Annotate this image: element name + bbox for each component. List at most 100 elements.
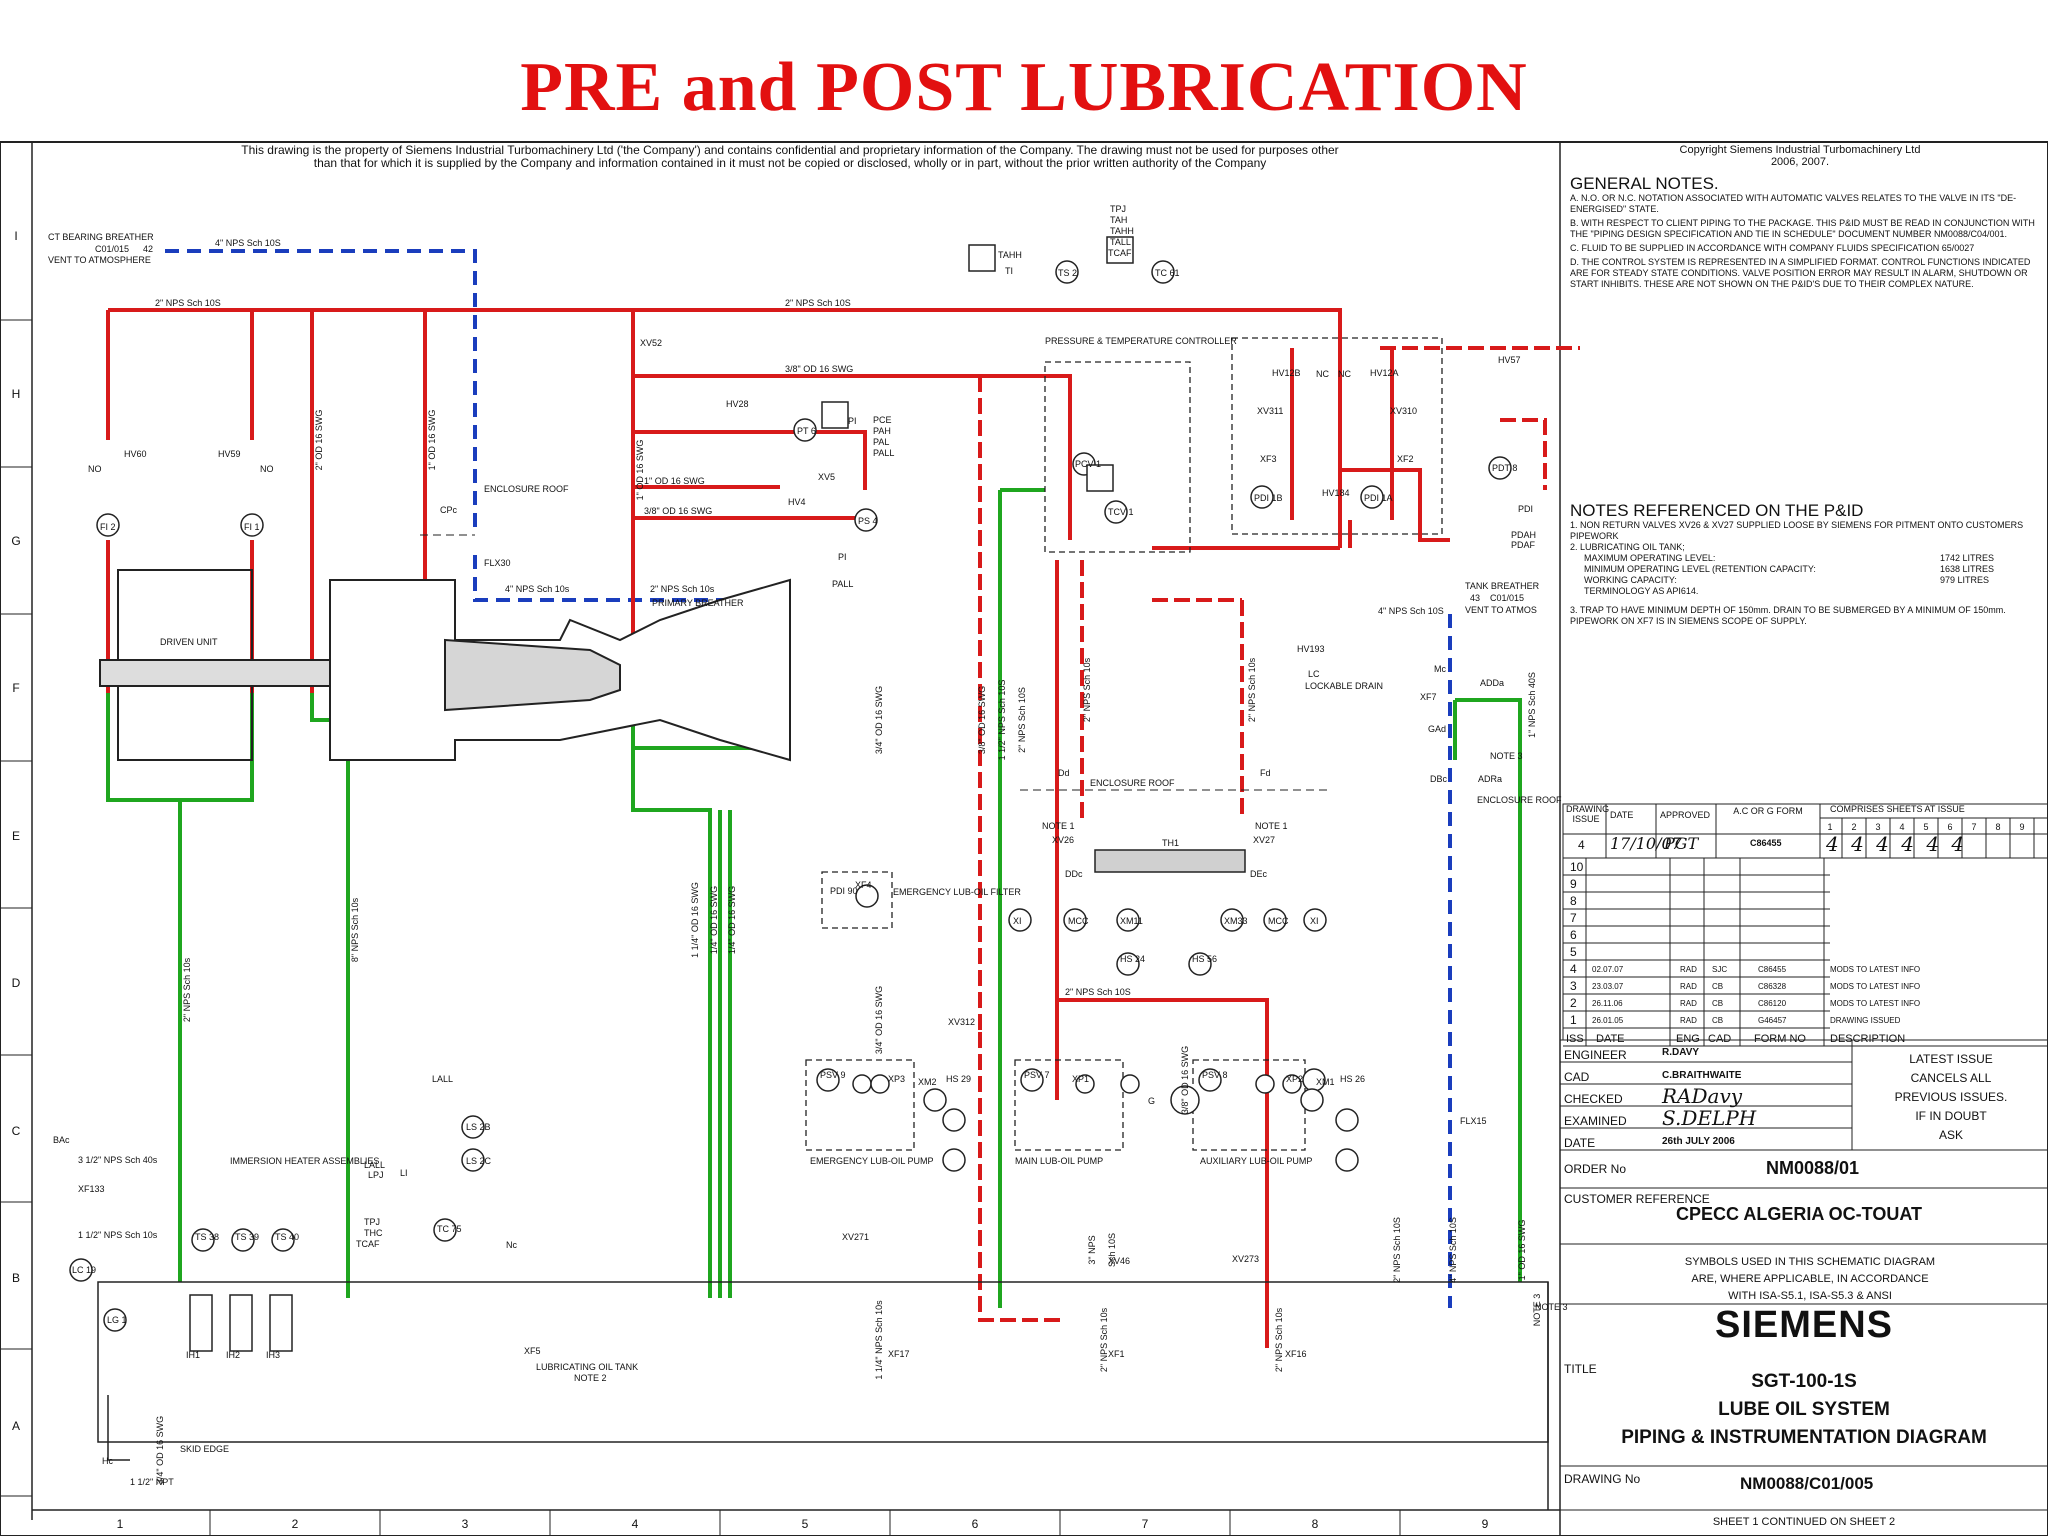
cooler xyxy=(1094,849,1246,873)
sheet-info: SHEET 1 CONTINUED ON SHEET 2 xyxy=(1712,1516,1896,1528)
sheet-number: 2 xyxy=(1851,822,1856,832)
pump-rotor xyxy=(1282,1074,1302,1094)
grid-column-label: 2 xyxy=(292,1517,299,1531)
revision-form: C86120 xyxy=(1758,999,1787,1008)
label-pdi1a: PDI 1A xyxy=(1364,493,1393,503)
label-tc61: TC 61 xyxy=(1155,268,1180,278)
sheet-number: 3 xyxy=(1875,822,1880,832)
pid-notes: NOTES REFERENCED ON THE P&ID 1. NON RETU… xyxy=(1570,502,2040,627)
label-tank: LUBRICATING OIL TANK xyxy=(536,1362,638,1372)
label-imm: IMMERSION HEATER ASSEMBLIES xyxy=(230,1156,379,1166)
instrument-circle xyxy=(1020,1068,1044,1092)
label-xv311: XV311 xyxy=(1257,406,1283,416)
instrument-circle xyxy=(69,1258,93,1282)
label-tc75: TC 75 xyxy=(437,1224,462,1234)
immersion-heater xyxy=(229,1294,253,1352)
latest-line: CANCELS ALL xyxy=(1910,1071,1992,1085)
label-ls2b: LS 2B xyxy=(466,1122,491,1132)
pump-rotor xyxy=(852,1074,872,1094)
pipe-spec-label: 2" NPS Sch 10s xyxy=(1082,657,1092,722)
pipe-spec-label: 2" NPS Sch 10s xyxy=(182,957,192,1022)
instrument-circle xyxy=(191,1228,215,1252)
label-flx15: FLX15 xyxy=(1460,1116,1487,1126)
label-xv312: XV312 xyxy=(948,1017,975,1027)
label-prim: PRIMARY BREATHER xyxy=(652,598,744,608)
pipe-spec-label: 2" NPS Sch 10s xyxy=(1099,1307,1109,1372)
instrument-circle xyxy=(240,513,264,537)
label-hs26: HS 26 xyxy=(1340,1074,1365,1084)
label-adda: ADDa xyxy=(1480,678,1504,688)
revision-date: 23.03.07 xyxy=(1592,982,1624,991)
revision-form: G46457 xyxy=(1758,1016,1787,1025)
symbols-line: ARE, WHERE APPLICABLE, IN ACCORDANCE xyxy=(1691,1273,1929,1285)
sheet-number: 6 xyxy=(1947,822,1952,832)
revision-iss: 1 xyxy=(1570,1013,1577,1027)
revision-iss: 9 xyxy=(1570,877,1577,891)
sheet-number: 7 xyxy=(1971,822,1976,832)
latest-line: PREVIOUS ISSUES. xyxy=(1894,1090,2008,1104)
instrument-circle xyxy=(1250,485,1274,509)
notice-line-1: This drawing is the property of Siemens … xyxy=(241,143,1339,157)
engineer-name: R.DAVY xyxy=(1662,1047,1700,1058)
pipe-spec-label: 3/4" OD 16 SWG xyxy=(874,986,884,1054)
label-p7: 4" NPS Sch 10s xyxy=(505,584,570,594)
instrument-circle xyxy=(1220,908,1244,932)
label-pdi1b: PDI 1B xyxy=(1254,493,1283,503)
label-ts39: TS 39 xyxy=(235,1232,259,1242)
label-xm33: XM33 xyxy=(1224,916,1248,926)
pipe-spec-label: 3" NPS xyxy=(1087,1235,1097,1264)
pipe-spec-label: NOTE 3 xyxy=(1532,1294,1542,1327)
pipe-spec-label: 1" OD 16 SWG xyxy=(427,410,437,471)
label-fi2: FI 2 xyxy=(100,522,116,532)
grid-column-label: 7 xyxy=(1142,1517,1149,1531)
label-fd: Fd xyxy=(1260,768,1271,778)
label-auxp: AUXILIARY LUB-OIL PUMP xyxy=(1200,1156,1312,1166)
label-pdi: PDI xyxy=(1518,504,1533,514)
sheet-number: 9 xyxy=(2019,822,2024,832)
label-ct-breather: CT BEARING BREATHER xyxy=(48,232,154,242)
instrument-circle xyxy=(103,1308,127,1332)
latest-line: LATEST ISSUE xyxy=(1909,1052,1993,1066)
label-lpj: LPJ xyxy=(368,1170,384,1180)
revision-eng: RAD xyxy=(1680,1016,1697,1025)
latest-issue-note: LATEST ISSUE CANCELS ALL PREVIOUS ISSUES… xyxy=(1856,1050,2046,1145)
grid-row-label: F xyxy=(12,681,19,695)
instrument-circle xyxy=(1300,1088,1324,1112)
pipe-spec-label: 3/4" OD 16 SWG xyxy=(874,686,884,754)
general-note: D. THE CONTROL SYSTEM IS REPRESENTED IN … xyxy=(1570,257,2031,289)
label-lall: LALL xyxy=(432,1074,453,1084)
pid-note: 2. LUBRICATING OIL TANK; xyxy=(1570,542,1685,552)
label-xf3: XF3 xyxy=(1260,454,1277,464)
pipe-spec-label: 3/4" OD 16 SWG xyxy=(155,1416,165,1484)
revision-iss: 8 xyxy=(1570,894,1577,908)
label-xm11: XM11 xyxy=(1120,916,1143,926)
rev-header-sheets: COMPRISES SHEETS AT ISSUE xyxy=(1830,804,1965,814)
instrument-circle xyxy=(854,508,878,532)
label-mc: Mc xyxy=(1434,664,1446,674)
instrument-circle xyxy=(1335,1108,1359,1132)
instrument-circle xyxy=(1116,908,1140,932)
rev-header-date: DATE xyxy=(1610,810,1634,820)
supply-lines xyxy=(106,308,1450,1348)
instrument-circle xyxy=(1360,485,1384,509)
cad-label: CAD xyxy=(1564,1070,1590,1084)
revision-description: DRAWING ISSUED xyxy=(1830,1016,1901,1025)
label-tankbr: TANK BREATHER xyxy=(1465,581,1540,591)
label-ddc: DDc xyxy=(1065,869,1083,879)
tank-row: TERMINOLOGY AS API614. xyxy=(1570,586,2040,597)
pipe-spec-label: 3/8" OD 16 SWG xyxy=(1180,1046,1190,1114)
grid-row-label: H xyxy=(12,387,21,401)
instrument-circle xyxy=(793,418,817,442)
revision-eng: RAD xyxy=(1680,965,1697,974)
instrument-circle xyxy=(1104,500,1128,524)
copyright: Copyright Siemens Industrial Turbomachin… xyxy=(1600,144,2000,168)
label-pi: PI xyxy=(848,416,857,426)
grid-row-label: D xyxy=(12,976,21,990)
label-ls2c: LS 2C xyxy=(466,1156,492,1166)
revision-footer-label: CAD xyxy=(1708,1033,1731,1045)
label-dec: DEc xyxy=(1250,869,1268,879)
instrument-circle xyxy=(1151,260,1175,284)
tank-row-value: 979 LITRES xyxy=(1940,575,1990,585)
label-pall2: PALL xyxy=(832,579,853,589)
label-p3: 2" NPS Sch 10S xyxy=(785,298,851,308)
